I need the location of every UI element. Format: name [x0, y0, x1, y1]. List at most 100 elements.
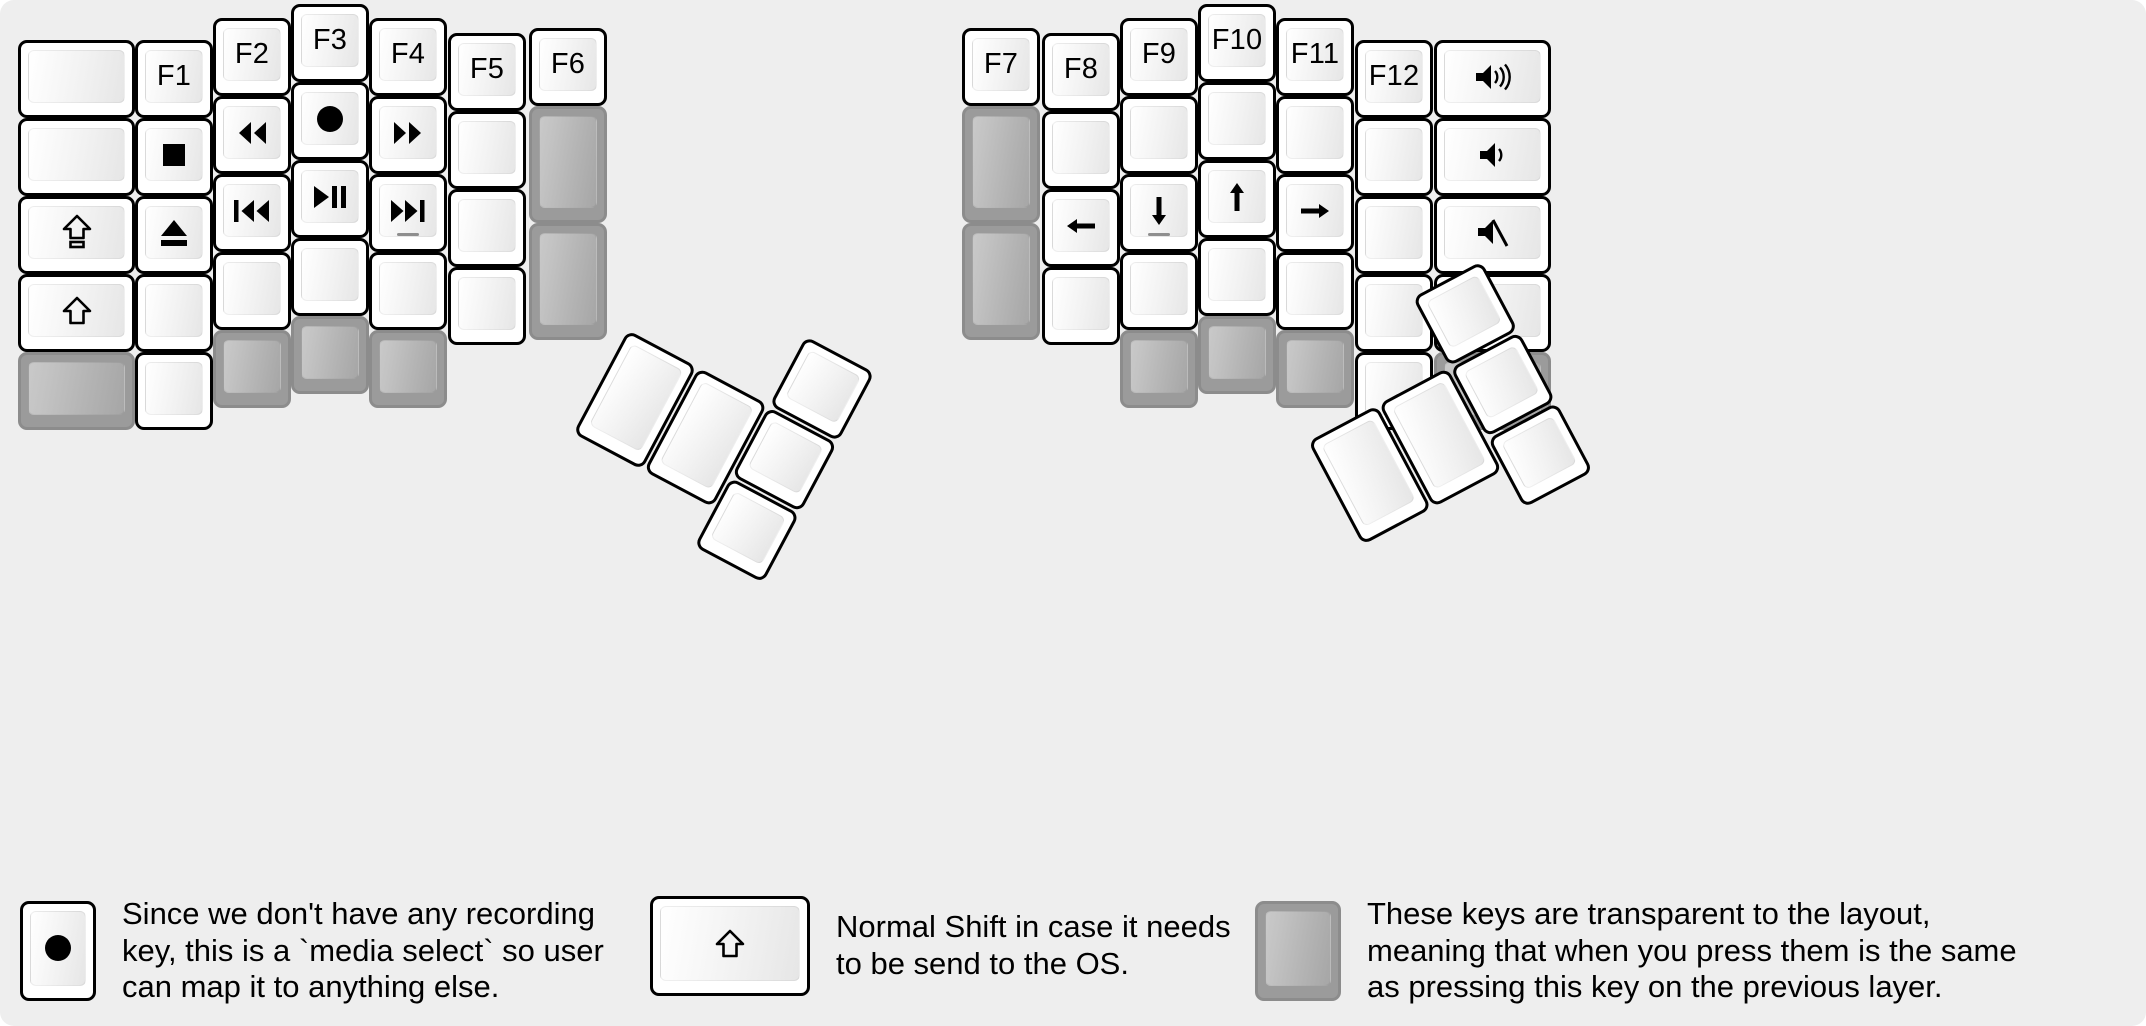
key-f4-col-index-0[interactable]: F4 — [369, 18, 447, 96]
key-blank-col-pinky-outer-0[interactable] — [18, 40, 135, 118]
key-transparent-col-ring-4[interactable] — [213, 330, 291, 408]
key-f7-col-innermost-0[interactable]: F7 — [962, 28, 1040, 106]
key-f10-col-middle-0[interactable]: F10 — [1198, 4, 1276, 82]
key-blank-col-middle-1[interactable] — [1198, 82, 1276, 160]
key-blank-col-pinky-4[interactable] — [135, 352, 213, 430]
keycap-surface — [1265, 910, 1331, 986]
key-transparent-col-index-4[interactable] — [369, 330, 447, 408]
key-arrow-left-col-inner-2[interactable] — [1042, 189, 1120, 267]
keycap-surface — [539, 116, 597, 208]
key-blank-col-index-3[interactable] — [1120, 252, 1198, 330]
key-label: F7 — [983, 48, 1019, 80]
key-volume-mute-col-pinky-outer-2[interactable] — [1434, 196, 1551, 274]
key-transparent-col-pinky-outer-4[interactable] — [18, 352, 135, 430]
keycap-surface — [1130, 184, 1188, 237]
keycap-surface: F8 — [1052, 43, 1110, 96]
key-volume-up-col-pinky-outer-0[interactable] — [1434, 40, 1551, 118]
key-media-record-col-middle-1[interactable] — [291, 82, 369, 160]
key-f6-col-innermost-0[interactable]: F6 — [529, 28, 607, 106]
key-transparent-col-innermost-1[interactable] — [529, 106, 607, 223]
key-caps-lock-col-pinky-outer-2[interactable] — [18, 196, 135, 274]
key-media-stop-col-pinky-1[interactable] — [135, 118, 213, 196]
key-transparent-col-ring-4[interactable] — [1276, 330, 1354, 408]
legend-key-sample-1 — [650, 896, 810, 996]
key-arrow-right-col-ring-2[interactable] — [1276, 174, 1354, 252]
key-label: F10 — [1211, 24, 1263, 56]
keycap-surface — [379, 262, 437, 315]
key-blank-col-pinky-3[interactable] — [135, 274, 213, 352]
key-label: F9 — [1141, 38, 1177, 70]
volume-down-icon — [1478, 140, 1508, 170]
key-transparent-col-innermost-2[interactable] — [529, 223, 607, 340]
key-label: F6 — [550, 48, 586, 80]
key-transparent-col-index-4[interactable] — [1120, 330, 1198, 408]
key-blank-col-ring-3[interactable] — [213, 252, 291, 330]
key-blank-col-inner-1[interactable] — [1042, 111, 1120, 189]
key-transparent-col-middle-4[interactable] — [291, 316, 369, 394]
key-transparent-col-middle-4[interactable] — [1198, 316, 1276, 394]
keycap-surface — [972, 116, 1030, 208]
keycap-surface — [28, 362, 125, 415]
key-blank-col-inner-3[interactable] — [1042, 267, 1120, 345]
key-f9-col-index-0[interactable]: F9 — [1120, 18, 1198, 96]
media-rewind-icon — [233, 119, 271, 147]
keycap-surface — [1286, 340, 1344, 393]
key-blank-col-ring-3[interactable] — [1276, 252, 1354, 330]
keycap-surface — [1208, 326, 1266, 379]
keycap-surface — [1052, 277, 1110, 330]
key-f12-col-pinky-0[interactable]: F12 — [1355, 40, 1433, 118]
keycap-surface — [379, 106, 437, 159]
key-blank-col-middle-3[interactable] — [291, 238, 369, 316]
key-shift-col-pinky-outer-3[interactable] — [18, 274, 135, 352]
key-blank-col-index-3[interactable] — [369, 252, 447, 330]
key-blank-col-inner-3[interactable] — [448, 267, 526, 345]
volume-mute-icon — [1476, 217, 1510, 249]
key-media-previous-col-ring-2[interactable] — [213, 174, 291, 252]
key-f2-col-ring-0[interactable]: F2 — [213, 18, 291, 96]
key-volume-down-col-pinky-outer-1[interactable] — [1434, 118, 1551, 196]
keycap-surface — [1501, 415, 1578, 490]
shift-icon — [62, 295, 92, 327]
key-f5-col-inner-0[interactable]: F5 — [448, 33, 526, 111]
keycap-surface — [379, 340, 437, 393]
keycap-surface — [28, 50, 125, 103]
key-label: F4 — [390, 38, 426, 70]
key-media-rewind-col-ring-1[interactable] — [213, 96, 291, 174]
key-blank-col-index-1[interactable] — [1120, 96, 1198, 174]
key-blank-col-pinky-2[interactable] — [1355, 196, 1433, 274]
media-previous-icon — [232, 197, 272, 225]
legend: Since we don't have any recording key, t… — [0, 886, 2146, 1026]
key-media-next-col-index-2[interactable] — [369, 174, 447, 252]
key-blank-col-inner-2[interactable] — [448, 189, 526, 267]
keycap-surface — [301, 326, 359, 379]
key-blank-col-middle-3[interactable] — [1198, 238, 1276, 316]
key-arrow-down-col-index-2[interactable] — [1120, 174, 1198, 252]
keycap-surface — [223, 262, 281, 315]
legend-description-1: Normal Shift in case it needs to be send… — [836, 909, 1231, 981]
keycap-surface — [1208, 170, 1266, 223]
key-blank-col-pinky-1[interactable] — [1355, 118, 1433, 196]
keycap-surface — [223, 106, 281, 159]
key-f1-col-pinky-0[interactable]: F1 — [135, 40, 213, 118]
key-blank-col-ring-1[interactable] — [1276, 96, 1354, 174]
arrow-right-icon — [1298, 197, 1332, 225]
key-transparent-col-innermost-1[interactable] — [962, 106, 1040, 223]
legend-key-sample-2 — [1255, 900, 1341, 1001]
key-transparent-col-innermost-2[interactable] — [962, 223, 1040, 340]
keycap-surface: F2 — [223, 28, 281, 81]
keycap-surface — [539, 233, 597, 325]
key-media-eject-col-pinky-2[interactable] — [135, 196, 213, 274]
key-f3-col-middle-0[interactable]: F3 — [291, 4, 369, 82]
key-blank-col-inner-1[interactable] — [448, 111, 526, 189]
key-f8-col-inner-0[interactable]: F8 — [1042, 33, 1120, 111]
key-f11-col-ring-0[interactable]: F11 — [1276, 18, 1354, 96]
key-media-fast-forward-col-index-1[interactable] — [369, 96, 447, 174]
key-blank-col-pinky-outer-1[interactable] — [18, 118, 135, 196]
key-media-play-pause-col-middle-2[interactable] — [291, 160, 369, 238]
legend-item-0: Since we don't have any recording key, t… — [20, 896, 604, 1006]
legend-key-sample-0 — [20, 900, 96, 1001]
volume-up-icon — [1474, 62, 1512, 92]
key-arrow-up-col-middle-2[interactable] — [1198, 160, 1276, 238]
keycap-surface — [1286, 106, 1344, 159]
keycap-surface — [1130, 106, 1188, 159]
